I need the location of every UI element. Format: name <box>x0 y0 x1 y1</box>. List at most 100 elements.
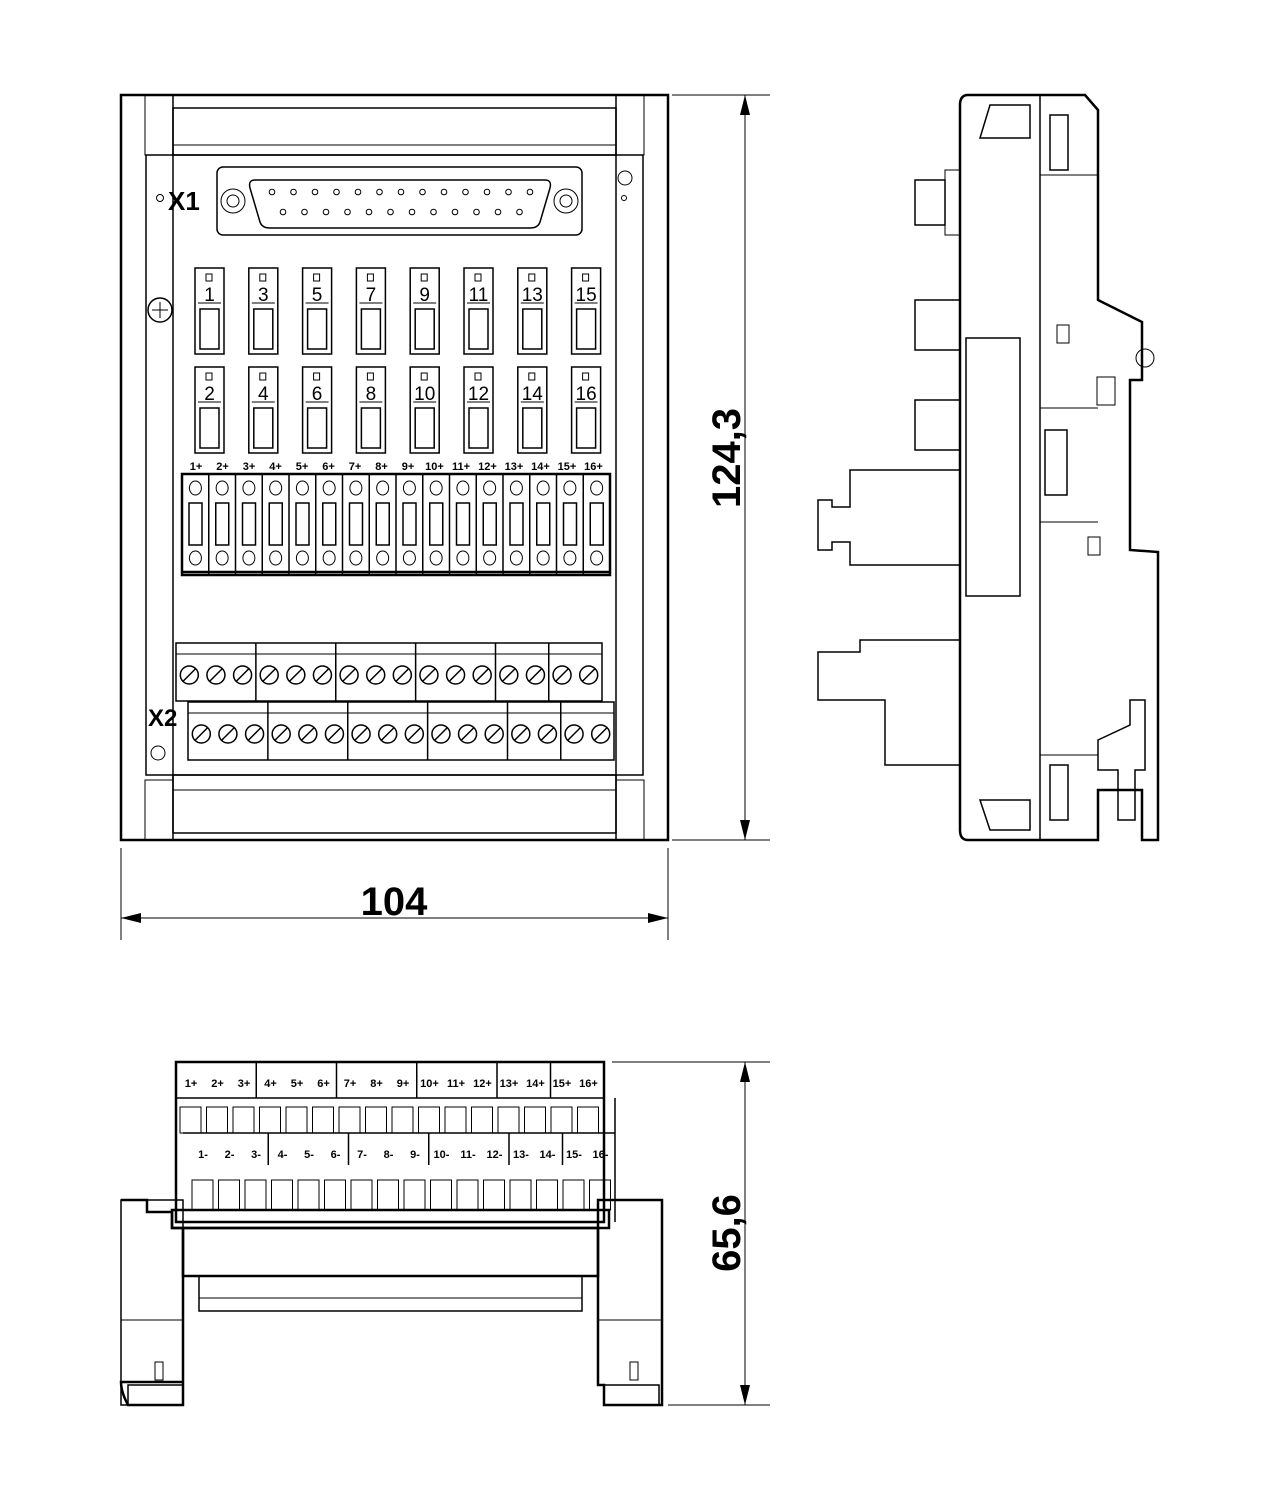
terminal-cell <box>418 1106 440 1134</box>
fuse-number: 12 <box>468 384 489 405</box>
terminal-release <box>188 480 202 496</box>
dsub-pin <box>311 188 319 196</box>
dsub-pin <box>516 208 523 216</box>
terminal-label: 8+ <box>370 1078 383 1090</box>
fuse-indicator <box>313 273 321 282</box>
dsub-pin <box>451 208 459 216</box>
terminal-cell <box>271 1179 293 1211</box>
fuse-holder <box>570 267 602 355</box>
dimension-width: 104 <box>120 848 669 940</box>
terminal-cell <box>403 1179 426 1211</box>
terminal-release <box>215 480 229 496</box>
terminal-cell <box>562 1179 585 1211</box>
terminal-label: 5+ <box>291 1078 304 1090</box>
terminal-release <box>322 550 336 566</box>
terminal-cell <box>536 1179 558 1211</box>
dsub-pin <box>279 208 287 216</box>
terminal-label: 2- <box>225 1149 235 1161</box>
x2-label: X2 <box>148 705 177 732</box>
terminal-release <box>322 480 336 496</box>
screw-icon <box>457 724 478 744</box>
terminal-cell <box>312 1106 334 1134</box>
fuse-number: 15 <box>576 285 597 306</box>
screw-icon <box>552 665 572 685</box>
fuse <box>414 407 435 449</box>
fuse-indicator <box>474 273 482 282</box>
fuse <box>360 308 382 350</box>
dsub-pin <box>473 208 480 216</box>
terminal-release <box>483 550 497 566</box>
screw-icon <box>484 724 504 744</box>
fuse-number: 10 <box>414 384 435 405</box>
bottom-view: 1+2+3+4+5+6+7+8+9+10+11+12+13+14+15+16+ … <box>119 1060 664 1407</box>
terminal-label: 7- <box>357 1149 367 1161</box>
terminal-label: 6+ <box>317 1078 330 1090</box>
fuse-number: 6 <box>312 384 323 405</box>
screw-icon <box>339 665 359 685</box>
dimension-depth: 65,6 <box>612 1061 770 1406</box>
terminal-cell <box>509 1179 532 1211</box>
terminal-cell <box>471 1106 493 1134</box>
terminal-clamp <box>295 502 310 546</box>
terminal-label: 10+ <box>425 461 444 473</box>
terminal-cell <box>338 1106 361 1134</box>
terminal-label: 14+ <box>531 461 550 473</box>
terminal-label: 4+ <box>269 461 282 473</box>
terminal-label: 2+ <box>211 1078 224 1090</box>
screw-icon <box>259 665 279 685</box>
fuse-number: 11 <box>469 285 489 306</box>
height-dimension-text: 124,3 <box>705 408 749 508</box>
fuse-indicator <box>528 372 536 381</box>
fuse-indicator <box>205 273 213 282</box>
terminal-clamp <box>429 502 444 546</box>
fuse-holder <box>517 366 548 454</box>
terminal-label: 1+ <box>190 461 203 473</box>
dsub-pin <box>376 188 383 196</box>
screw-icon <box>511 724 531 744</box>
terminal-clamp <box>348 502 364 546</box>
terminal-release <box>563 480 577 496</box>
screw-icon <box>351 724 371 744</box>
terminal-label: 11- <box>460 1149 476 1161</box>
terminal-label: 12+ <box>473 1078 492 1090</box>
fuse <box>575 308 597 350</box>
screw-icon <box>365 665 386 685</box>
terminal-cell <box>259 1106 281 1134</box>
terminal-label: 10+ <box>420 1078 439 1090</box>
terminal-release <box>269 550 283 566</box>
screw-icon <box>232 665 253 685</box>
terminal-label: 16- <box>593 1149 609 1161</box>
fuse-holder <box>463 366 494 454</box>
terminal-label: 3- <box>251 1149 261 1161</box>
terminal-label: 13+ <box>505 461 524 473</box>
terminal-label: 11+ <box>447 1078 465 1090</box>
fuse <box>522 407 543 449</box>
terminal-release <box>429 480 443 496</box>
terminal-label: 4+ <box>264 1078 277 1090</box>
terminal-label: 16+ <box>584 461 603 473</box>
fuse-holder <box>463 267 494 355</box>
terminal-label: 13- <box>513 1149 529 1161</box>
terminal-label: 14- <box>540 1149 556 1161</box>
fuse-holder <box>355 366 387 454</box>
terminal-label: 6+ <box>322 461 335 473</box>
fuse-holder <box>517 267 548 355</box>
x1-label: X1 <box>168 186 200 216</box>
dimension-height: 124,3 <box>672 94 770 841</box>
terminal-cell <box>483 1179 505 1211</box>
terminal-cell <box>444 1106 467 1134</box>
fuse <box>468 308 489 350</box>
fuse-indicator <box>474 372 482 381</box>
terminal-label: 16+ <box>579 1078 598 1090</box>
dsub-pin <box>494 208 502 216</box>
terminal-clamp <box>402 502 417 546</box>
screw-icon <box>578 665 599 685</box>
fuse <box>575 407 597 449</box>
screw-icon <box>564 724 584 744</box>
screw-icon <box>431 724 451 744</box>
fuse-indicator <box>259 372 267 381</box>
screw-icon <box>179 665 200 685</box>
terminal-label: 4- <box>278 1149 288 1161</box>
terminal-label: 5- <box>304 1149 314 1161</box>
terminal-label: 11+ <box>452 461 470 473</box>
